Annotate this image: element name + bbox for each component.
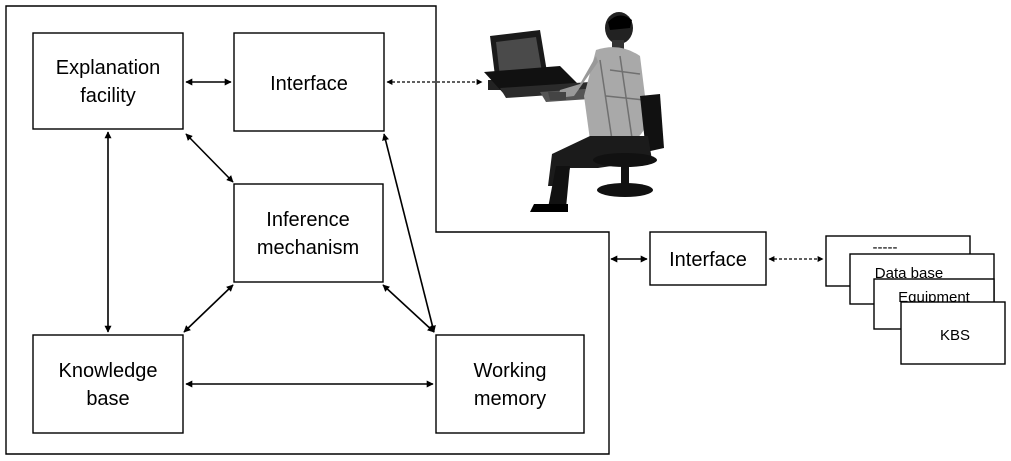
- stack-card-data-base-label: Data base: [875, 265, 943, 282]
- interface-label: Interface: [270, 73, 348, 95]
- person-at-computer-icon: [484, 12, 664, 212]
- arrow-inference-knowledge: [183, 284, 234, 333]
- stack-card-back-label: -----: [873, 239, 898, 256]
- external-interface-label: Interface: [669, 249, 747, 271]
- arrow-explanation-inference: [185, 133, 234, 183]
- arrow-interface-working-memory: [382, 133, 436, 333]
- inference-mechanism-label-2: mechanism: [257, 237, 359, 259]
- stack-card-kbs-label: KBS: [940, 327, 970, 344]
- arrow-inference-working-memory: [382, 284, 435, 333]
- working-memory-label-2: memory: [474, 388, 546, 410]
- explanation-facility-box: Explanation facility: [32, 32, 184, 130]
- working-memory-label-1: Working: [474, 360, 547, 382]
- working-memory-box: Working memory: [435, 334, 585, 434]
- stack-card-kbs: [900, 301, 1006, 365]
- expert-system-boundary: [5, 5, 610, 455]
- knowledge-base-box: Knowledge base: [32, 334, 184, 434]
- external-sources-stack: ----- Data base Equipment KBS: [825, 235, 1006, 365]
- external-interface-box: Interface: [649, 231, 767, 286]
- inference-mechanism-label-1: Inference: [266, 209, 349, 231]
- explanation-facility-label-2: facility: [80, 85, 136, 107]
- knowledge-base-label-2: base: [86, 388, 129, 410]
- knowledge-base-label-1: Knowledge: [59, 360, 158, 382]
- explanation-facility-label-1: Explanation: [56, 57, 161, 79]
- interface-box: Interface: [233, 32, 385, 132]
- inference-mechanism-box: Inference mechanism: [233, 183, 384, 283]
